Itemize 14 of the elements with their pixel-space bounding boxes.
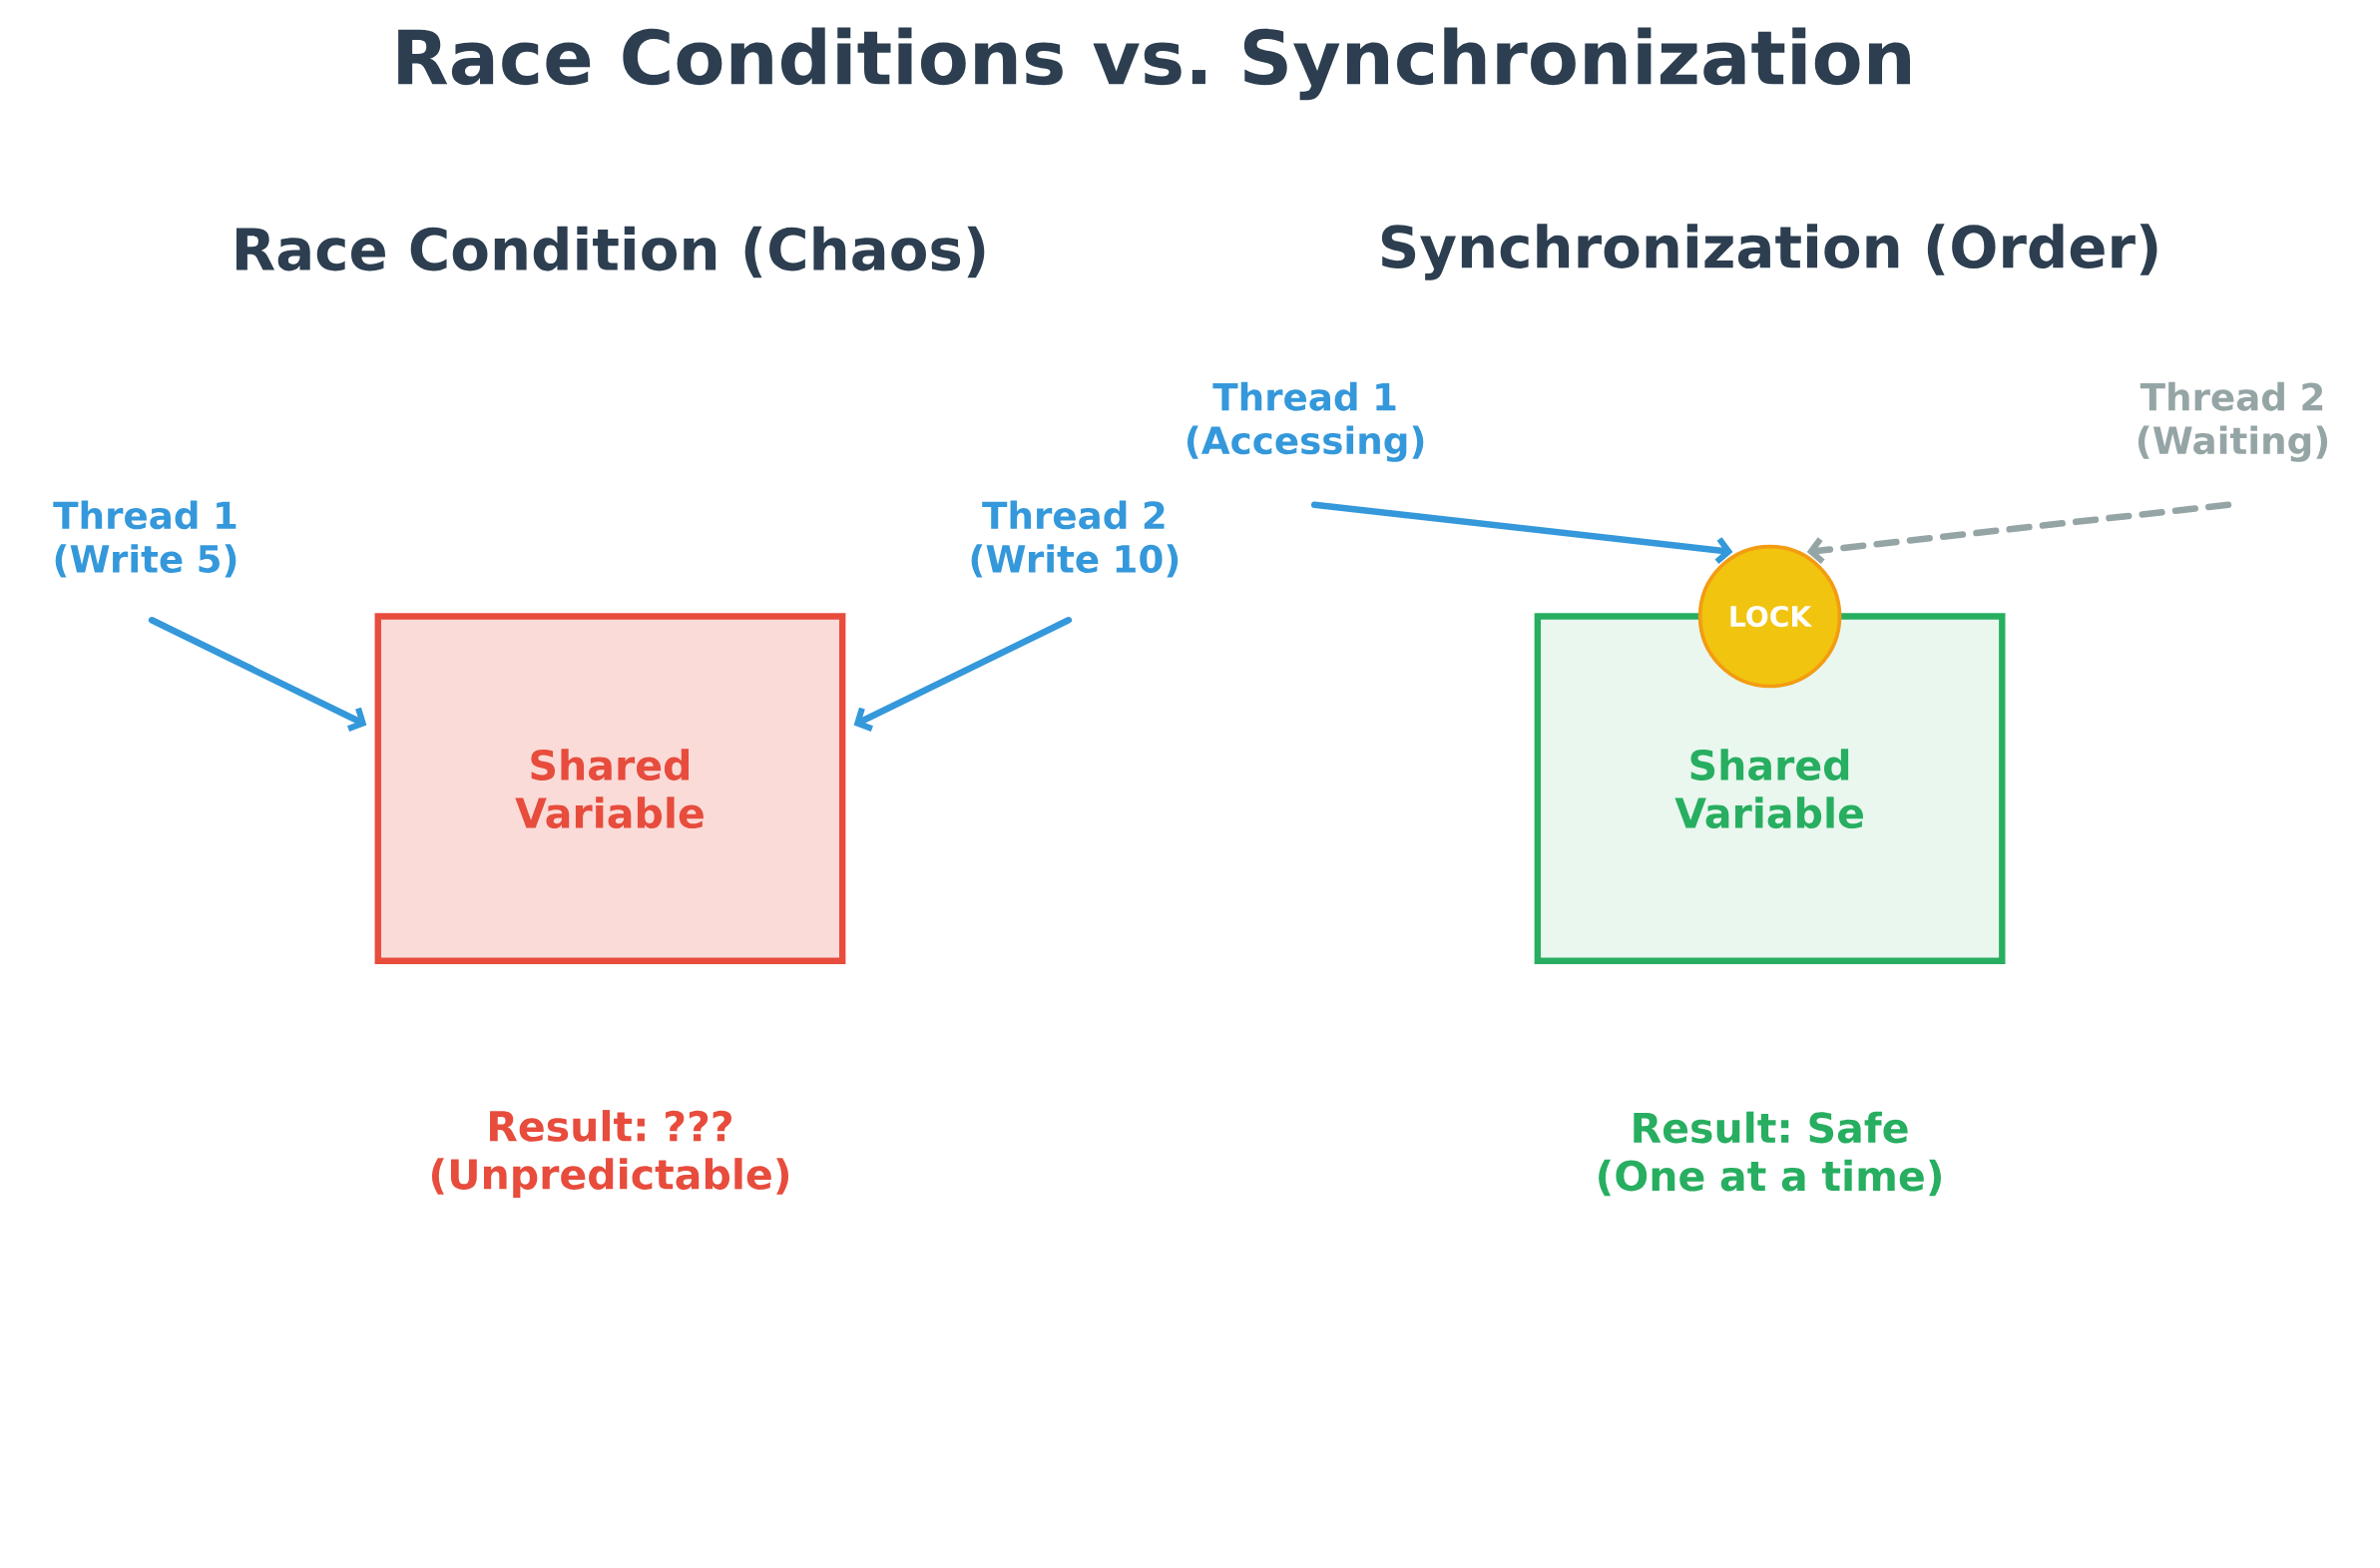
thread-label: Thread 2 (Write 10) (971, 500, 1179, 578)
title: Race Conditions vs. Synchronization (398, 27, 1910, 101)
arrow (1311, 501, 1733, 564)
thread-label: Thread 2 (Waiting) (2138, 381, 2328, 462)
section-heading: Synchronization (Order) (1381, 224, 2157, 280)
arrow (148, 616, 367, 732)
result-text: Result: ??? (Unpredictable) (431, 1109, 789, 1198)
arrow (853, 616, 1073, 732)
thread-label: Thread 1 (Accessing) (1187, 381, 1424, 462)
arrow (1806, 501, 2232, 564)
thread-label: Thread 1 (Write 5) (53, 500, 237, 578)
result-text: Result: Safe (One at a time) (1599, 1111, 1941, 1197)
variable-box: Shared Variable (374, 613, 846, 964)
section-heading: Race Condition (Chaos) (237, 226, 985, 278)
